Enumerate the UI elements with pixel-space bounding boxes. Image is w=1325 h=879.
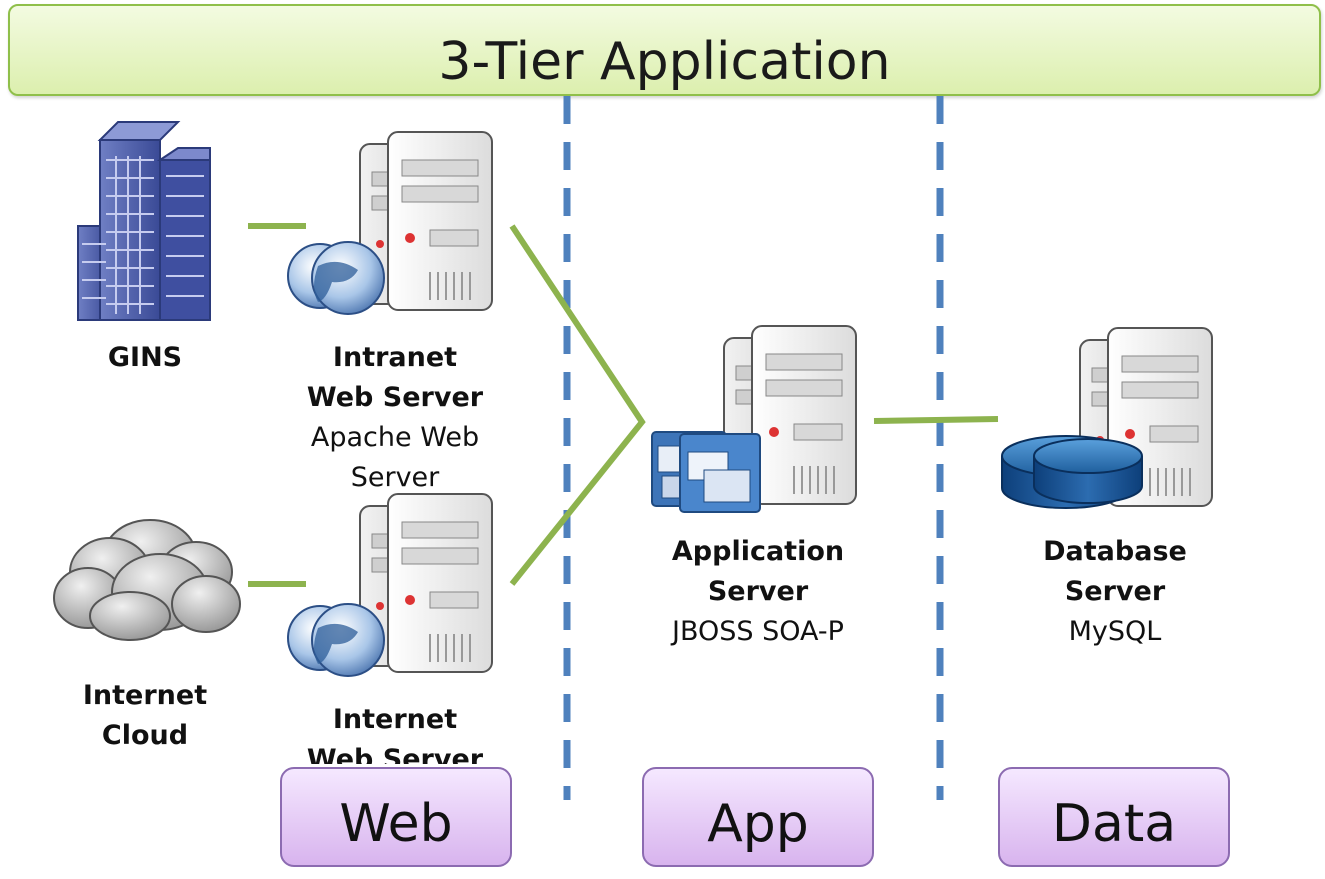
connector-app-database: [873, 416, 999, 424]
internet-cloud-label: Internet Cloud: [60, 676, 230, 756]
intranet-web-server-label: Intranet Web Server Apache Web Server: [290, 338, 500, 498]
building-icon: [77, 121, 211, 321]
intranet-detail-line2: Server: [350, 462, 440, 493]
title-banner: 3-Tier Application: [8, 4, 1321, 96]
gins-name: GINS: [107, 342, 183, 373]
internet-web-server-label: Internet Web Server: [290, 700, 500, 764]
intranet-name-line1: Intranet: [332, 342, 458, 373]
cloud-icon: [53, 519, 241, 641]
intranet-detail-line1: Apache Web: [310, 422, 480, 453]
app-name-line1: Application: [671, 536, 845, 567]
cloud-name-line1: Internet: [82, 680, 208, 711]
connector-web-to-app: [509, 224, 646, 586]
tier-web: Web: [280, 767, 512, 867]
tier-data: Data: [998, 767, 1230, 867]
diagram-title: 3-Tier Application: [438, 32, 891, 92]
app-windows-icon: [651, 431, 761, 513]
database-icon: [1001, 435, 1143, 509]
db-name-line1: Database: [1043, 536, 1187, 567]
database-server-label: Database Server MySQL: [1010, 532, 1220, 652]
db-detail: MySQL: [1068, 616, 1162, 647]
internet-name-line1: Internet: [332, 704, 458, 735]
application-server-label: Application Server JBOSS SOA-P: [640, 532, 876, 652]
cloud-name-line2: Cloud: [101, 720, 189, 751]
intranet-name-line2: Web Server: [306, 382, 484, 413]
app-name-line2: Server: [707, 576, 809, 607]
tier-app: App: [642, 767, 874, 867]
db-name-line2: Server: [1064, 576, 1166, 607]
internet-name-line2: Web Server: [306, 744, 484, 764]
internet-globe-icon: [287, 603, 385, 677]
app-detail: JBOSS SOA-P: [672, 616, 844, 647]
gins-label: GINS: [80, 338, 210, 378]
intranet-globe-icon: [287, 241, 385, 315]
